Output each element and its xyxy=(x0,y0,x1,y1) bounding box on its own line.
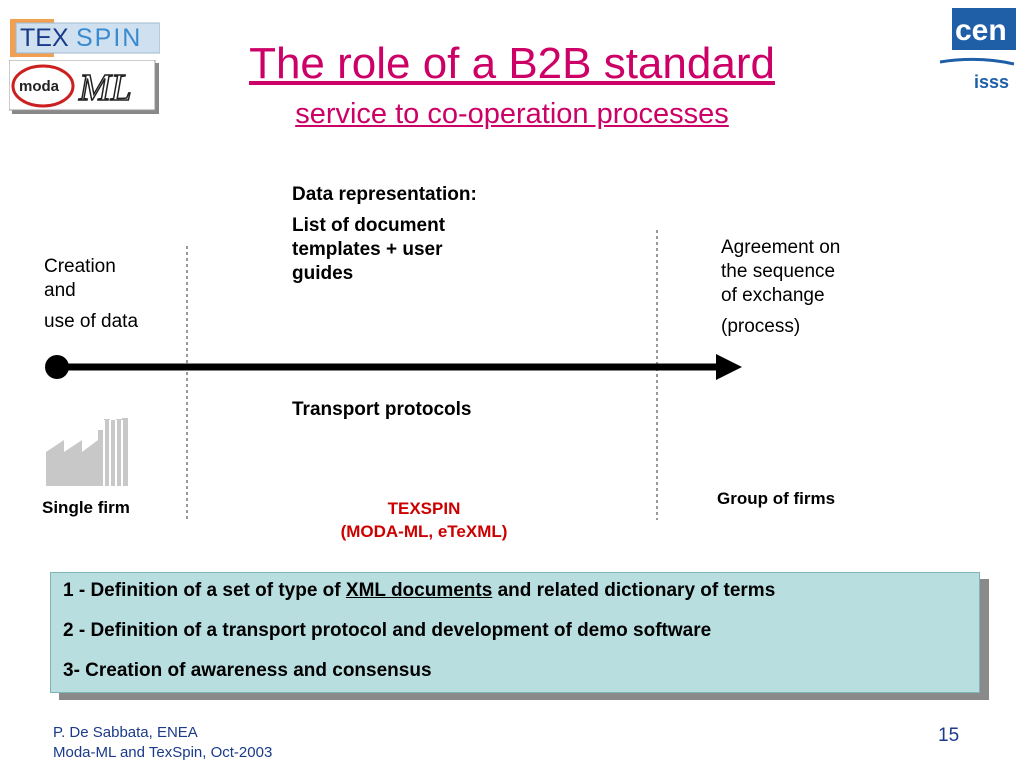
cen-isss-logo: cen isss xyxy=(938,8,1016,92)
group-of-firms-label: Group of firms xyxy=(717,489,836,508)
creation-line-1: Creation xyxy=(44,256,116,277)
info-line-1: 1 - Definition of a set of type of XML d… xyxy=(63,579,967,603)
factory-icon xyxy=(46,418,128,486)
footer-event: Moda-ML and TexSpin, Oct-2003 xyxy=(53,744,273,761)
creation-line-3: use of data xyxy=(44,311,139,332)
timeline-arrow-head xyxy=(716,354,742,380)
timeline-start-dot xyxy=(45,355,69,379)
cen-logo-text: cen xyxy=(955,14,1007,47)
footer-author: P. De Sabbata, ENEA xyxy=(53,724,198,741)
info-line-2: 2 - Definition of a transport protocol a… xyxy=(63,620,712,641)
data-rep-line-1: List of document xyxy=(292,215,446,236)
agreement-line-1: Agreement on xyxy=(721,237,841,258)
info-line-3: 3- Creation of awareness and consensus xyxy=(63,660,432,681)
slide-subtitle: service to co-operation processes xyxy=(295,98,729,130)
texspin-center-title: TEXSPIN xyxy=(387,499,461,518)
texspin-center-label: TEXSPIN (MODA-ML, eTeXML) xyxy=(318,497,530,543)
slide-title: The role of a B2B standard xyxy=(249,39,775,88)
agreement-line-4: (process) xyxy=(721,316,801,337)
texspin-logo-spin: SPIN xyxy=(76,24,142,52)
info-line-1-start: 1 - Definition of a set of type of xyxy=(63,580,346,601)
data-representation-label: Data representation: List of document te… xyxy=(292,183,532,286)
page-number: 15 xyxy=(938,725,960,746)
agreement-label: Agreement on the sequence of exchange (p… xyxy=(721,236,881,339)
process-diagram xyxy=(45,230,742,520)
transport-protocols-label: Transport protocols xyxy=(292,399,472,420)
texspin-logo-tex: TEX xyxy=(20,24,69,52)
creation-line-2: and xyxy=(44,280,76,301)
isss-logo-text: isss xyxy=(974,72,1009,90)
info-box: 1 - Definition of a set of type of XML d… xyxy=(50,572,980,693)
agreement-line-3: of exchange xyxy=(721,285,825,306)
agreement-line-2: the sequence xyxy=(721,261,836,282)
modaml-logo-ml: ML xyxy=(78,67,132,109)
creation-label: Creation and use of data xyxy=(44,255,184,334)
info-line-1-end: and related dictionary of terms xyxy=(492,580,776,601)
data-rep-heading: Data representation: xyxy=(292,184,477,205)
data-rep-line-3: guides xyxy=(292,263,354,284)
modaml-logo: moda ML xyxy=(8,59,159,114)
data-rep-line-2: templates + user xyxy=(292,239,443,260)
xml-documents-link[interactable]: XML documents xyxy=(345,580,493,601)
modaml-logo-moda: moda xyxy=(19,78,60,95)
single-firm-label: Single firm xyxy=(42,498,130,517)
texspin-logo: TEX SPIN xyxy=(10,19,161,57)
texspin-center-subtitle: (MODA-ML, eTeXML) xyxy=(340,522,508,541)
